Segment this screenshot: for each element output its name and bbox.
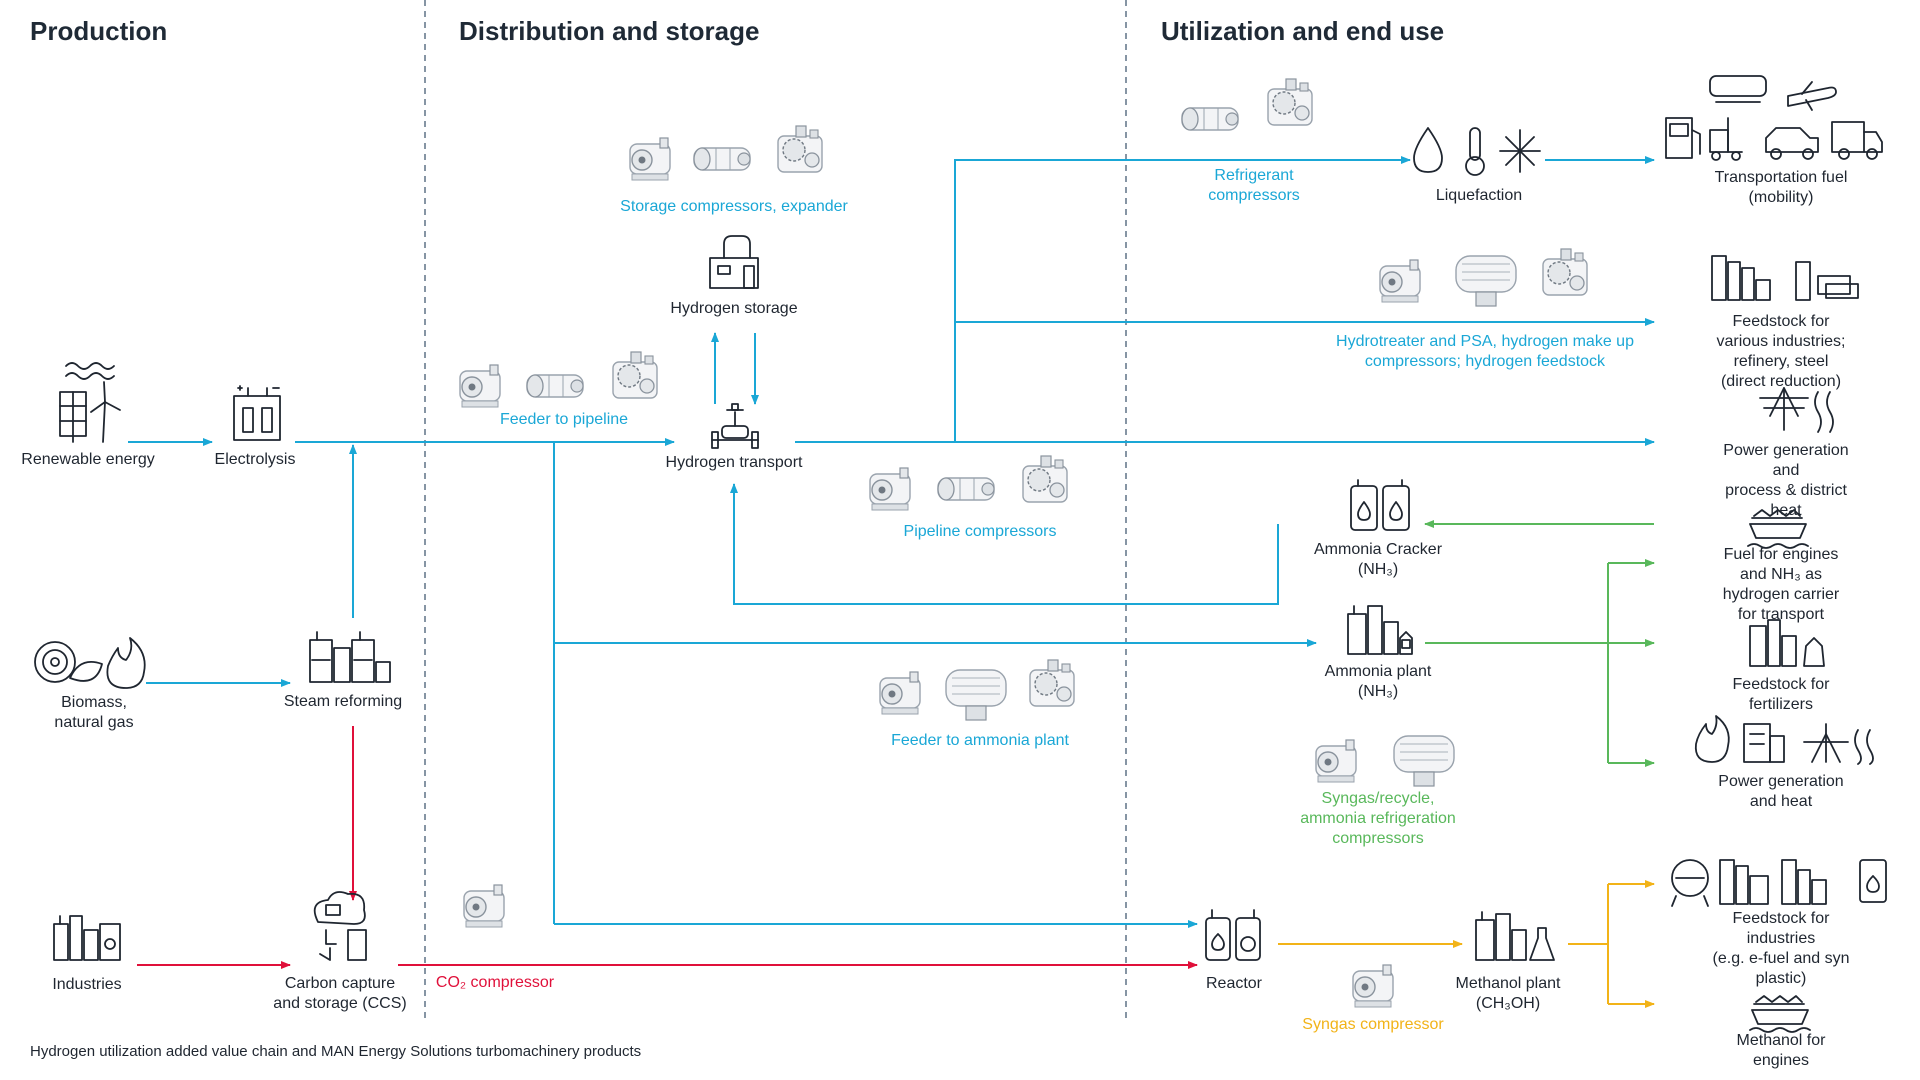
syngas-recycle-image (1315, 735, 1455, 787)
label-ammonia-plant: Ammonia plant (NH₃) (1324, 663, 1432, 700)
flow-cracker-transport (730, 483, 1279, 605)
label-feedstock-fertilizers: Feedstock for fertilizers (1732, 676, 1830, 713)
power-heat-icons (1694, 715, 1874, 765)
label-feeder-ammonia: Feeder to ammonia plant (891, 732, 1069, 749)
renewable-energy-icon (59, 362, 121, 443)
label-power-heat: Power generation and heat (1718, 773, 1844, 810)
label-feedstock-efuel: Feedstock for industries (e.g. e-fuel an… (1712, 910, 1850, 987)
liquefaction-icon (1413, 127, 1541, 176)
fertilizers-icon (1749, 619, 1825, 667)
power-generation-icon (1759, 387, 1834, 433)
footer-caption: Hydrogen utilization added value chain a… (30, 1043, 642, 1060)
header-production: Production (30, 16, 168, 46)
pipeline-compressors-image (869, 455, 1068, 511)
label-ammonia-cracker: Ammonia Cracker (NH₃) (1313, 541, 1443, 578)
label-hydrotreater: Hydrotreater and PSA, hydrogen make up c… (1336, 333, 1634, 370)
label-feedstock-industries: Feedstock for various industries; refine… (1716, 313, 1846, 390)
label-syngas-recycle: Syngas/recycle, ammonia refrigeration co… (1300, 790, 1456, 847)
label-hydrogen-storage: Hydrogen storage (670, 300, 798, 317)
transportation-icons (1665, 75, 1883, 161)
hydrogen-storage-icon (709, 235, 759, 289)
label-ccs: Carbon capture and storage (CCS) (273, 975, 407, 1012)
storage-compressors-image (629, 125, 823, 181)
industries-icon (53, 915, 121, 961)
header-utilization: Utilization and end use (1161, 16, 1445, 46)
ccs-icon (313, 891, 367, 961)
refrigerant-compressors-image (1181, 78, 1313, 131)
label-reactor: Reactor (1205, 975, 1263, 992)
syngas-compressor-image (1352, 964, 1394, 1008)
feeder-pipeline-image (459, 351, 658, 408)
flow-to-liquefaction (954, 156, 1411, 442)
ammonia-plant-icon (1347, 605, 1413, 655)
methanol-ship-icon (1749, 995, 1811, 1033)
electrolysis-icon (233, 385, 281, 441)
label-fuel-engines: Fuel for engines and NH₃ as hydrogen car… (1722, 546, 1840, 623)
feeder-ammonia-image (879, 659, 1075, 721)
label-pipeline-compressors: Pipeline compressors (903, 523, 1057, 540)
label-industries: Industries (52, 976, 122, 993)
feedstock-efuel-icons (1671, 859, 1887, 907)
label-renewable-energy: Renewable energy (21, 451, 155, 468)
biomass-icon (34, 637, 146, 689)
reactor-icon (1205, 909, 1261, 961)
label-electrolysis: Electrolysis (214, 451, 296, 468)
header-distribution: Distribution and storage (459, 16, 760, 46)
label-steam-reforming: Steam reforming (283, 693, 403, 710)
label-storage-compressors: Storage compressors, expander (620, 198, 848, 215)
label-syngas-compressor: Syngas compressor (1302, 1016, 1444, 1033)
label-feeder-pipeline: Feeder to pipeline (499, 411, 629, 428)
label-co2-compressor: CO₂ compressor (435, 974, 555, 991)
label-methanol-plant: Methanol plant (CH₃OH) (1455, 975, 1561, 1012)
label-transportation-fuel: Transportation fuel (mobility) (1714, 169, 1848, 206)
ammonia-cracker-icon (1350, 479, 1410, 531)
label-biomass: Biomass, natural gas (54, 694, 134, 731)
label-refrigerant-compressors: Refrigerant compressors (1208, 167, 1300, 204)
hydrotreater-compressors-image (1379, 248, 1588, 307)
steam-reforming-icon (309, 631, 391, 683)
methanol-plant-icon (1475, 911, 1555, 961)
co2-compressor-image (463, 884, 505, 928)
hydrogen-transport-icon (711, 403, 759, 449)
label-methanol-engines: Methanol for engines (1736, 1032, 1826, 1069)
label-hydrogen-transport: Hydrogen transport (665, 454, 803, 471)
label-power-district-heat: Power generation and process & district … (1723, 442, 1849, 519)
ship-icon (1747, 509, 1809, 549)
feedstock-industries-icon (1711, 255, 1859, 301)
label-liquefaction: Liquefaction (1435, 187, 1523, 204)
